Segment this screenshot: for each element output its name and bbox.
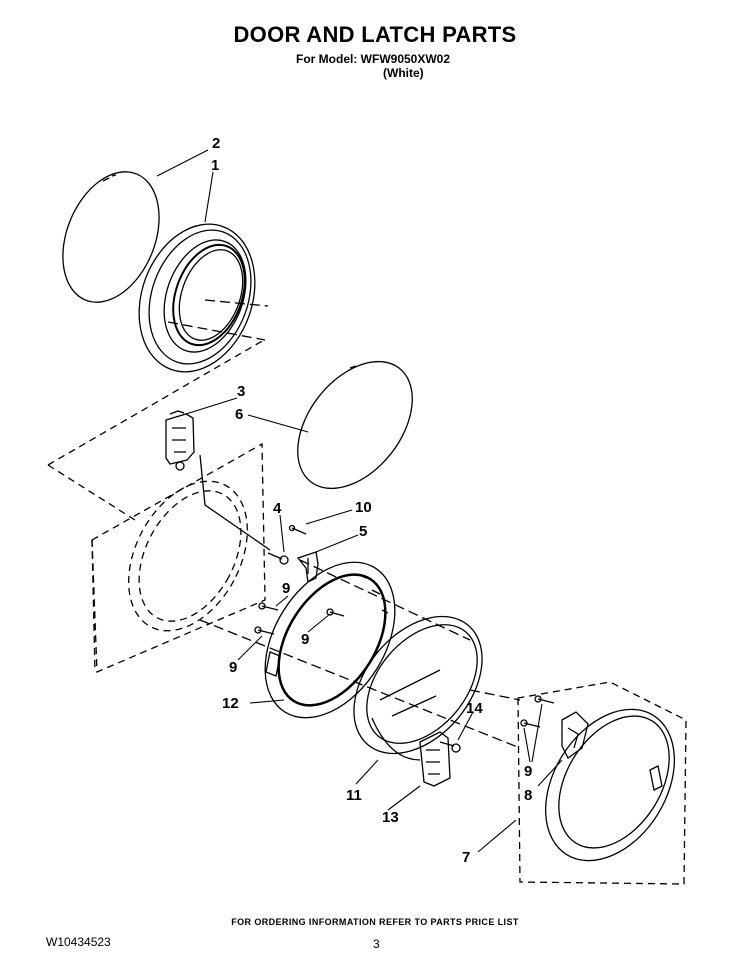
page-title: DOOR AND LATCH PARTS (233, 22, 517, 47)
part-3-hinge (165, 410, 195, 471)
callout-9-left: 9 (229, 659, 237, 676)
callout-2: 2 (212, 135, 220, 152)
page-number: 3 (373, 937, 380, 951)
document-number: W10434523 (46, 935, 111, 949)
part-4-screw (267, 552, 289, 565)
part-13-latch (419, 731, 451, 787)
part-2-outer-door-glass (62, 171, 160, 303)
callout-1: 1 (211, 157, 219, 174)
callout-10: 10 (355, 499, 372, 516)
callout-4: 4 (273, 500, 282, 517)
callout-9-mid: 9 (301, 631, 309, 648)
part-1-door-ring (138, 223, 256, 373)
callout-8: 8 (524, 787, 532, 804)
hinge-wire (199, 454, 271, 551)
callout-11: 11 (346, 787, 362, 804)
callout-3: 3 (237, 383, 245, 400)
part-8-handle (561, 711, 589, 759)
door-panel-dashed-outline (47, 339, 266, 673)
ordering-note: FOR ORDERING INFORMATION REFER TO PARTS … (231, 917, 519, 927)
part-14-screw (439, 741, 461, 753)
callout-13: 13 (382, 809, 399, 826)
leader-lines (156, 149, 563, 853)
model-line: For Model: WFW9050XW02 (296, 52, 451, 66)
callout-9-right: 9 (524, 763, 532, 780)
callout-5: 5 (359, 523, 367, 540)
callout-14: 14 (466, 700, 483, 717)
part-12-inner-door-frame (264, 561, 396, 719)
callout-7: 7 (462, 849, 470, 866)
part-7-outer-door (517, 681, 687, 885)
part-10-screw (288, 524, 307, 535)
part-6-inner-door-glass (297, 360, 413, 490)
callout-labels: 2 1 3 6 4 10 5 9 9 9 12 14 11 13 9 8 7 (211, 135, 532, 866)
axis-lines (167, 299, 521, 749)
part-11-door-bowl (353, 615, 483, 761)
callout-12: 12 (222, 695, 239, 712)
color-line: (White) (383, 66, 424, 80)
part-9-screws (254, 602, 555, 728)
callout-9-upper: 9 (282, 580, 290, 597)
callout-6: 6 (235, 406, 243, 423)
